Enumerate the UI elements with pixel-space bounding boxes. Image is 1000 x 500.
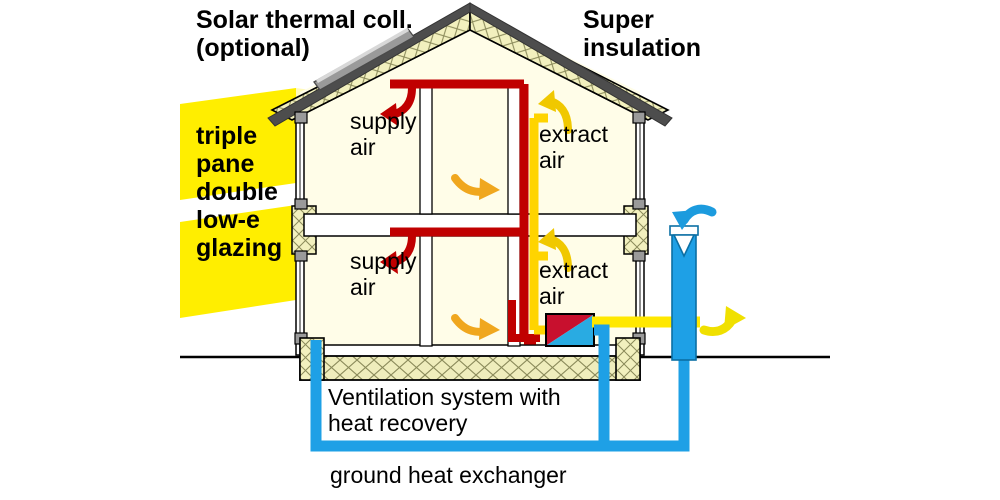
left-wall-connector-top xyxy=(294,111,308,124)
roof-cladding-right xyxy=(469,2,673,127)
supply-left-riser xyxy=(508,300,540,342)
foundation-insulation xyxy=(299,355,641,381)
label-extract-air-upper: extract air xyxy=(539,121,609,173)
shaft-right-upper xyxy=(507,81,521,215)
arrow-supply-lower xyxy=(380,232,416,274)
label-super-insulation: Super insulation xyxy=(583,6,702,62)
arrow-exhaust-out xyxy=(699,306,746,337)
left-wall-connector-upper xyxy=(294,198,308,210)
hx-blue-triangle xyxy=(547,315,593,345)
fresh-air-intake-stack xyxy=(669,225,699,361)
right-wall-connector-top xyxy=(632,111,646,124)
label-ground-heat-exchanger: ground heat exchanger xyxy=(330,462,567,488)
interior-fill xyxy=(300,10,640,355)
ghx-to-intake xyxy=(604,360,690,452)
extract-air-duct-yellow xyxy=(529,113,548,335)
sunbeam-upper xyxy=(180,88,296,200)
intake-funnel xyxy=(672,234,696,258)
arrow-room-upper xyxy=(451,174,500,200)
heat-recovery-unit xyxy=(545,313,595,347)
solar-thermal-collector xyxy=(313,28,415,91)
arrow-room-lower xyxy=(451,314,500,340)
intake-stack-cap xyxy=(669,225,699,236)
arrow-supply-upper xyxy=(380,84,416,126)
roof-group xyxy=(267,2,673,127)
label-supply-air-lower: supply air xyxy=(350,248,417,300)
ground-heat-exchanger-loop xyxy=(310,324,690,452)
gable-ceiling-line xyxy=(291,29,649,121)
arrow-fresh-air-intake xyxy=(672,204,717,230)
shaft-left-lower xyxy=(419,235,433,347)
arrow-extract-lower xyxy=(538,228,572,272)
arrow-extract-upper xyxy=(538,90,572,134)
right-wall-connector-upper xyxy=(632,198,646,210)
shaft-left-upper xyxy=(419,81,433,215)
label-solar-thermal-collector: Solar thermal coll. (optional) xyxy=(196,6,413,62)
label-triple-pane-glazing: triple pane double low-e glazing xyxy=(196,122,283,262)
label-ventilation-system: Ventilation system with heat recovery xyxy=(328,384,561,436)
supply-return-red xyxy=(508,300,540,342)
house-body xyxy=(300,10,640,355)
duct-shaft-group xyxy=(419,81,521,347)
solar-panel-glass xyxy=(316,28,409,83)
label-supply-air-upper: supply air xyxy=(350,108,417,160)
right-wall-connector-lower xyxy=(632,250,646,262)
label-extract-air-lower: extract air xyxy=(539,257,609,309)
left-wall-connector-lower xyxy=(294,250,308,262)
sunbeam-lower xyxy=(180,205,296,318)
foundation-right-block xyxy=(615,337,641,381)
